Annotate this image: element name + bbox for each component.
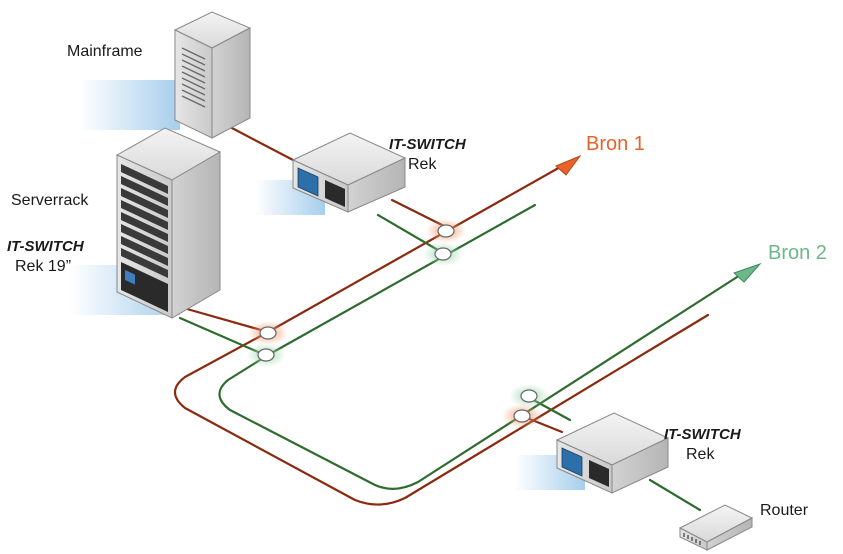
switch-icon [555,412,670,494]
rack-switch-brand-label: IT-SWITCH [7,238,84,255]
router-icon [678,504,754,551]
bron2-label: Bron 2 [768,242,827,264]
switch-icon [291,132,407,213]
connectors [246,219,549,428]
bron1-arrow-icon [555,154,582,176]
mainframe-icon [173,11,252,139]
bron1-label: Bron 1 [586,133,645,155]
serverrack-label: Serverrack [11,192,89,209]
server-rack-icon [115,127,222,319]
connector-icon [437,224,455,238]
switch1-brand-label: IT-SWITCH [389,136,466,153]
mainframe-label: Mainframe [67,43,143,60]
connector-icon [257,348,275,362]
switch2-type-label: Rek [686,446,715,463]
switch1-type-label: Rek [408,156,437,173]
router-label: Router [760,502,809,519]
connector-icon [259,326,277,340]
connector-icon [513,409,531,423]
bron2-arrow-icon [733,262,762,283]
switch2-brand-label: IT-SWITCH [664,426,741,443]
connector-icon [520,389,538,403]
rack-switch-type-label: Rek 19” [15,258,72,275]
connector-icon [434,247,452,261]
